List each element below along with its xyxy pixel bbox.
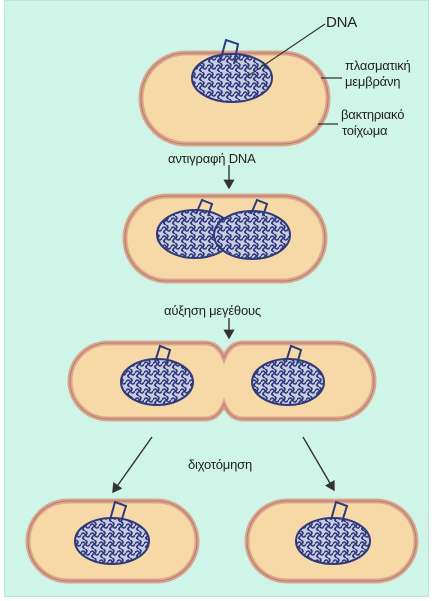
cell-2 bbox=[125, 196, 325, 281]
dna-label: DNA bbox=[326, 15, 357, 30]
cell-wall-label-line2: τοίχωμα bbox=[342, 123, 387, 138]
step-dna-replication: αντιγραφή DNA bbox=[168, 151, 256, 166]
daughter-cell-right bbox=[247, 501, 416, 581]
step-binary-fission: διχοτόμηση bbox=[188, 457, 252, 472]
arrow-division-left bbox=[113, 437, 152, 492]
daughter-cell-left bbox=[28, 501, 197, 581]
cell-1 bbox=[141, 40, 328, 144]
dna-nucleoid bbox=[192, 40, 272, 102]
plasma-membrane-label-line2: μεμβράνη bbox=[345, 74, 400, 89]
cell-wall-label-line1: βακτηριακό bbox=[341, 107, 404, 122]
cell-3-dividing bbox=[70, 343, 374, 419]
step-size-increase: αύξηση μεγέθους bbox=[164, 303, 261, 318]
arrow-division-right bbox=[303, 437, 334, 490]
plasma-membrane-label-line1: πλασματική bbox=[345, 58, 411, 73]
